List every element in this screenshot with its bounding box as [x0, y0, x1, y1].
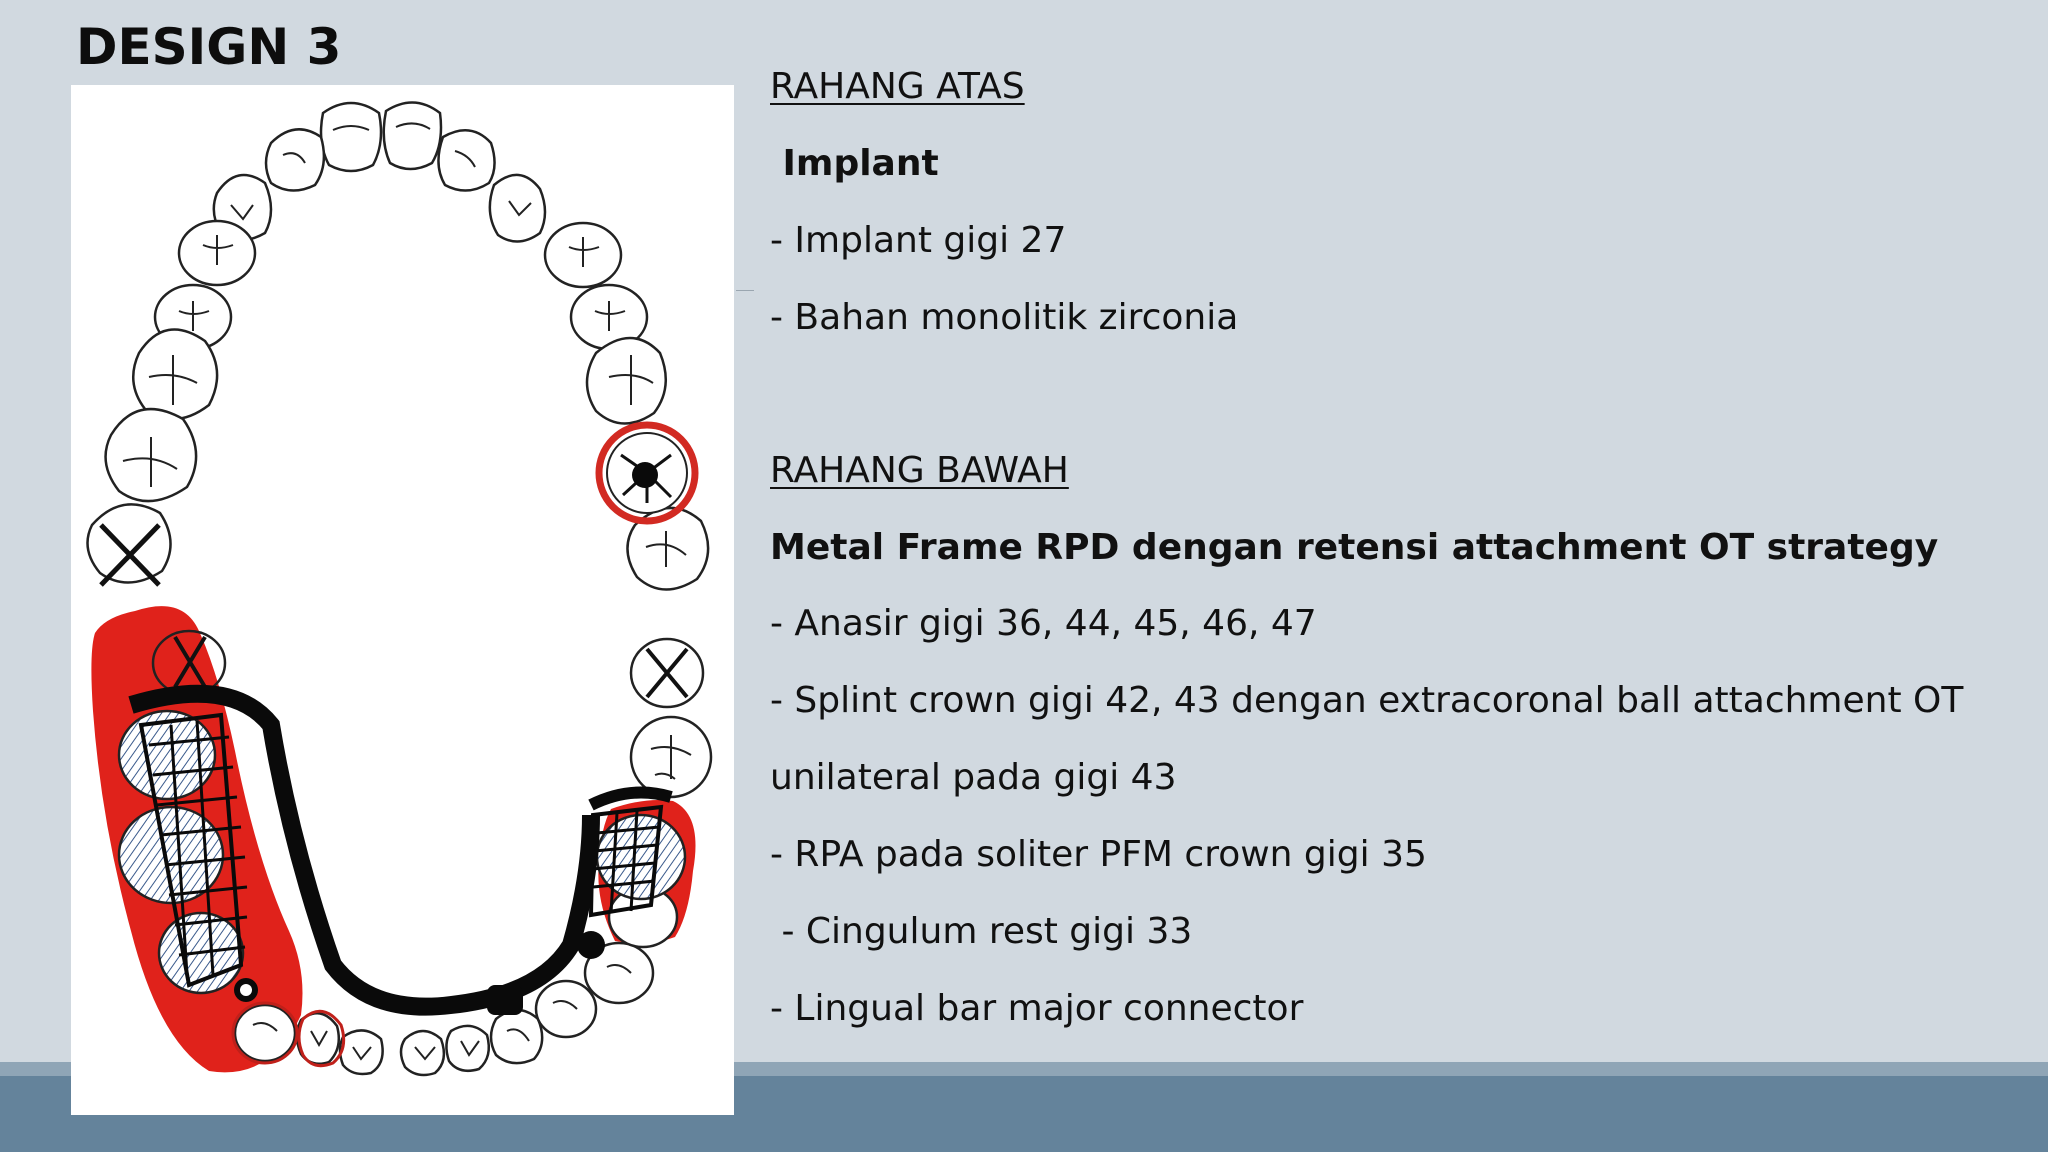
crown-outlines: [231, 1001, 346, 1068]
lower-fissures: [252, 735, 692, 1061]
divider-tick: [736, 290, 754, 291]
upper-fissures: [122, 122, 687, 567]
lower-jaw-subheading: Metal Frame RPD dengan retensi attachmen…: [770, 527, 1939, 568]
missing-tooth-x-lower: [173, 635, 689, 699]
upper-jaw-item: - Bahan monolitik zirconia: [770, 297, 1239, 338]
lower-jaw-item: - Anasir gigi 36, 44, 45, 46, 47: [770, 603, 1317, 644]
missing-tooth-x-upper: [99, 523, 161, 587]
lower-jaw-item: - RPA pada soliter PFM crown gigi 35: [770, 834, 1427, 875]
lower-arch: [233, 637, 713, 1077]
lower-jaw-item: - Lingual bar major connector: [770, 988, 1304, 1029]
upper-jaw-item: - Implant gigi 27: [770, 220, 1067, 261]
metal-frame: [128, 684, 673, 1016]
implant-27: [595, 421, 699, 525]
lower-jaw-item: - Splint crown gigi 42, 43 dengan extrac…: [770, 680, 1964, 721]
upper-jaw-heading: RAHANG ATAS: [770, 66, 1025, 107]
upper-jaw-subheading: Implant: [770, 143, 939, 184]
dental-arch-illustration: [71, 85, 734, 1115]
lower-jaw-heading: RAHANG BAWAH: [770, 450, 1069, 491]
lower-jaw-item: unilateral pada gigi 43: [770, 757, 1177, 798]
slide-title: DESIGN 3: [76, 18, 342, 76]
lower-jaw-item: - Cingulum rest gigi 33: [770, 911, 1193, 952]
upper-arch: [86, 101, 710, 591]
rests: [234, 931, 605, 1015]
